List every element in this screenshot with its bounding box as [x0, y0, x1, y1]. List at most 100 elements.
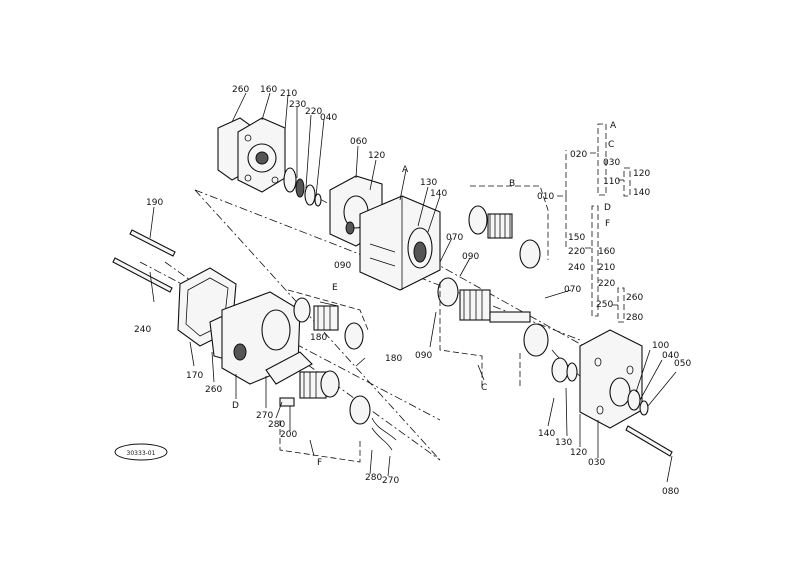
callout: 280	[268, 420, 285, 430]
gear-set-B	[468, 185, 549, 269]
bolt-hole	[244, 134, 252, 142]
clip-270	[371, 417, 397, 441]
rear-cover-assembly	[217, 117, 322, 207]
callout: 140	[430, 189, 447, 199]
callout: 240	[134, 325, 151, 335]
callout: C	[481, 383, 487, 393]
callout: 230	[289, 100, 306, 110]
drive-gear-teeth	[463, 290, 483, 320]
callout: B	[509, 179, 515, 189]
through-bolts	[112, 229, 176, 293]
tree-150-bracket	[585, 205, 599, 317]
callout: 270	[256, 411, 273, 421]
callout: 270	[382, 476, 399, 486]
body-bore-core	[413, 241, 427, 263]
tree-label: C	[608, 140, 614, 150]
pin-200	[279, 397, 295, 407]
callout: E	[332, 283, 338, 293]
callout: 130	[555, 438, 572, 448]
bolt-080	[625, 425, 673, 457]
callout-labels: 260 160 210 230 220 040 060 120 A 130 14…	[134, 85, 691, 497]
group-tree-labels: 010 020 A C 030 110 120 140 D F 150 220 …	[537, 121, 650, 323]
callout: 120	[570, 448, 587, 458]
cover-bore-core	[255, 151, 269, 165]
tree-label: 030	[603, 158, 620, 168]
callout: 180	[385, 354, 402, 364]
plate-hole	[626, 365, 634, 375]
gear-set-E	[287, 289, 369, 350]
callout: 060	[350, 137, 367, 147]
callout: 160	[260, 85, 277, 95]
callout: 090	[462, 252, 479, 262]
callout: D	[232, 401, 239, 411]
callout: F	[317, 458, 322, 468]
callout: 070	[564, 285, 581, 295]
bodyD-bore	[261, 309, 291, 351]
end-plate-030	[551, 329, 673, 457]
tree-label: 150	[568, 233, 585, 243]
drive-shaft	[489, 311, 531, 323]
callout: 100	[652, 341, 669, 351]
oring-210	[283, 167, 297, 193]
bushing-C	[523, 323, 549, 357]
callout: 210	[280, 89, 297, 99]
tree-250-bracket	[612, 287, 625, 323]
axis-line-2	[194, 189, 581, 341]
plate-bore	[609, 377, 631, 407]
tree-label: F	[605, 219, 610, 229]
tree-label-root: 010	[537, 192, 554, 202]
tree-label: 140	[633, 188, 650, 198]
tree-label: 280	[626, 313, 643, 323]
tree-label: 020	[570, 150, 587, 160]
plate-bore-small	[345, 221, 355, 235]
bushing-E1	[293, 297, 311, 323]
tree-110-bracket	[618, 167, 631, 197]
seal-130	[551, 357, 569, 383]
tree-root-bracket	[557, 150, 567, 248]
plate-hole	[596, 405, 604, 415]
callout: 070	[446, 233, 463, 243]
washer-220	[304, 184, 316, 206]
group-tree	[557, 123, 631, 323]
gear-set-F	[265, 351, 397, 463]
callout: 190	[146, 198, 163, 208]
gearF-teeth	[303, 372, 317, 398]
bolt-hole	[244, 174, 252, 182]
group-bracket-C	[439, 282, 521, 386]
gear-teeth	[489, 214, 511, 238]
bushing-070	[437, 277, 459, 307]
tree-label: 160	[598, 247, 615, 257]
callout: 090	[415, 351, 432, 361]
callout: 040	[662, 351, 679, 361]
callout: 140	[538, 429, 555, 439]
front-assembly	[177, 267, 301, 385]
bolt-240	[112, 257, 173, 293]
callout: 120	[368, 151, 385, 161]
diagram-code: 30333-01	[127, 450, 156, 457]
seal-270	[265, 351, 313, 385]
bushing-B2	[519, 239, 541, 269]
bushing-F1	[320, 370, 340, 398]
tree-label: 210	[598, 263, 615, 273]
bushing-B1	[468, 205, 488, 235]
callout: 040	[320, 113, 337, 123]
plate-hole	[594, 357, 602, 367]
body-shading	[369, 243, 396, 267]
clip-280	[371, 427, 393, 451]
tree-label: 240	[568, 263, 585, 273]
bolt-190	[129, 229, 176, 257]
washer-100	[627, 389, 641, 411]
drive-gear	[459, 289, 491, 321]
bushing-F2	[349, 395, 371, 425]
ring-230	[295, 178, 305, 198]
callout: 050	[674, 359, 691, 369]
bolt-hole	[271, 176, 279, 184]
callout: 260	[232, 85, 249, 95]
group-bracket-F	[279, 420, 361, 463]
tree-label: 110	[603, 177, 620, 187]
callout: 090	[334, 261, 351, 271]
code-oval	[114, 443, 168, 461]
drive-gear-set	[437, 277, 549, 386]
